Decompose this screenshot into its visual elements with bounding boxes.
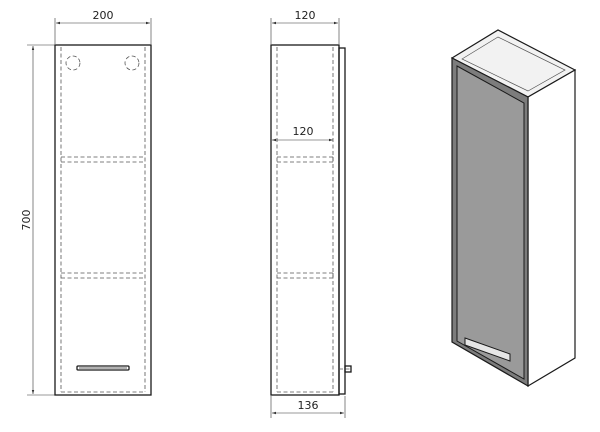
- front-width-label: 200: [93, 9, 114, 22]
- side-depth-bottom-label: 136: [298, 399, 319, 412]
- front-view: 200 700: [20, 9, 152, 396]
- side-shelf-upper: [277, 156, 334, 163]
- front-shelf-upper: [61, 156, 145, 163]
- front-cabinet-outline: [54, 44, 152, 396]
- side-shelf-lower: [277, 272, 334, 279]
- side-depth-top-label: 120: [295, 9, 316, 22]
- height-label: 700: [20, 210, 33, 231]
- hinge-circle-icon: [124, 55, 140, 71]
- iso-side-face: [527, 68, 576, 388]
- front-shelf-lower: [61, 272, 145, 279]
- height-dimension: 700: [20, 44, 55, 396]
- hinge-circle-icon: [65, 55, 81, 71]
- isometric-view: [450, 29, 577, 388]
- side-view: 120 120: [270, 9, 352, 418]
- side-carcass-outline: [270, 44, 340, 396]
- door-handle-icon: [464, 337, 511, 362]
- side-depth-top-dimension: 120: [270, 9, 340, 44]
- iso-door-panel: [456, 65, 525, 380]
- inner-shelf-depth-dimension: 120: [272, 125, 333, 142]
- front-width-dimension: 200: [54, 9, 152, 44]
- side-handle-icon: [339, 365, 352, 373]
- side-door-panel: [338, 47, 346, 395]
- side-depth-bottom-dimension: 136: [270, 396, 346, 418]
- door-handle-icon: [76, 365, 130, 371]
- inner-shelf-depth-label: 120: [293, 125, 314, 138]
